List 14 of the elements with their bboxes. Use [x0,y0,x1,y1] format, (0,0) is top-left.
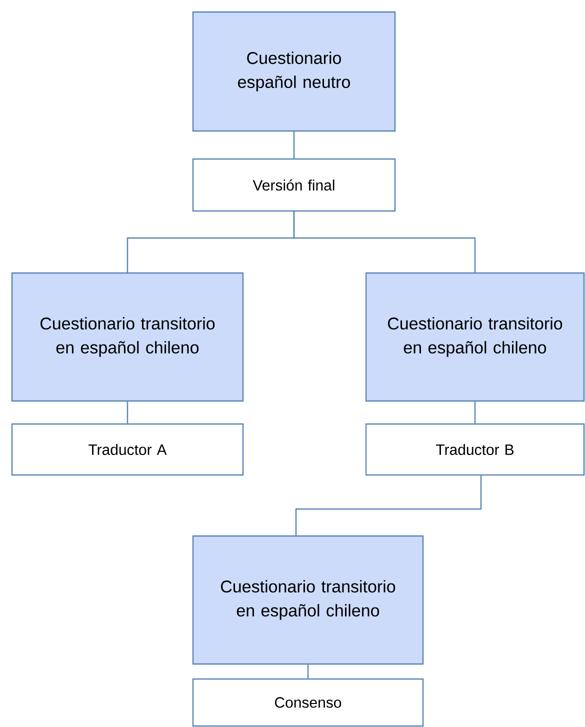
connector-line [295,475,482,536]
connector-line [126,402,128,424]
connector-line [474,402,476,424]
connector-line [307,664,309,678]
step-box: Traductor A [11,423,244,476]
questionnaire-box: Cuestionario transitorio en español chileno [192,535,424,665]
questionnaire-box: Cuestionario español neutro [192,11,396,132]
step-box: Traductor B [365,423,585,476]
step-box: Consenso [192,678,424,727]
step-box: Versión final [192,158,396,212]
connector-line [293,211,476,273]
connector-line [293,132,295,158]
questionnaire-box: Cuestionario transitorio en español chileno [11,272,244,402]
questionnaire-box: Cuestionario transitorio en español chileno [365,272,585,402]
